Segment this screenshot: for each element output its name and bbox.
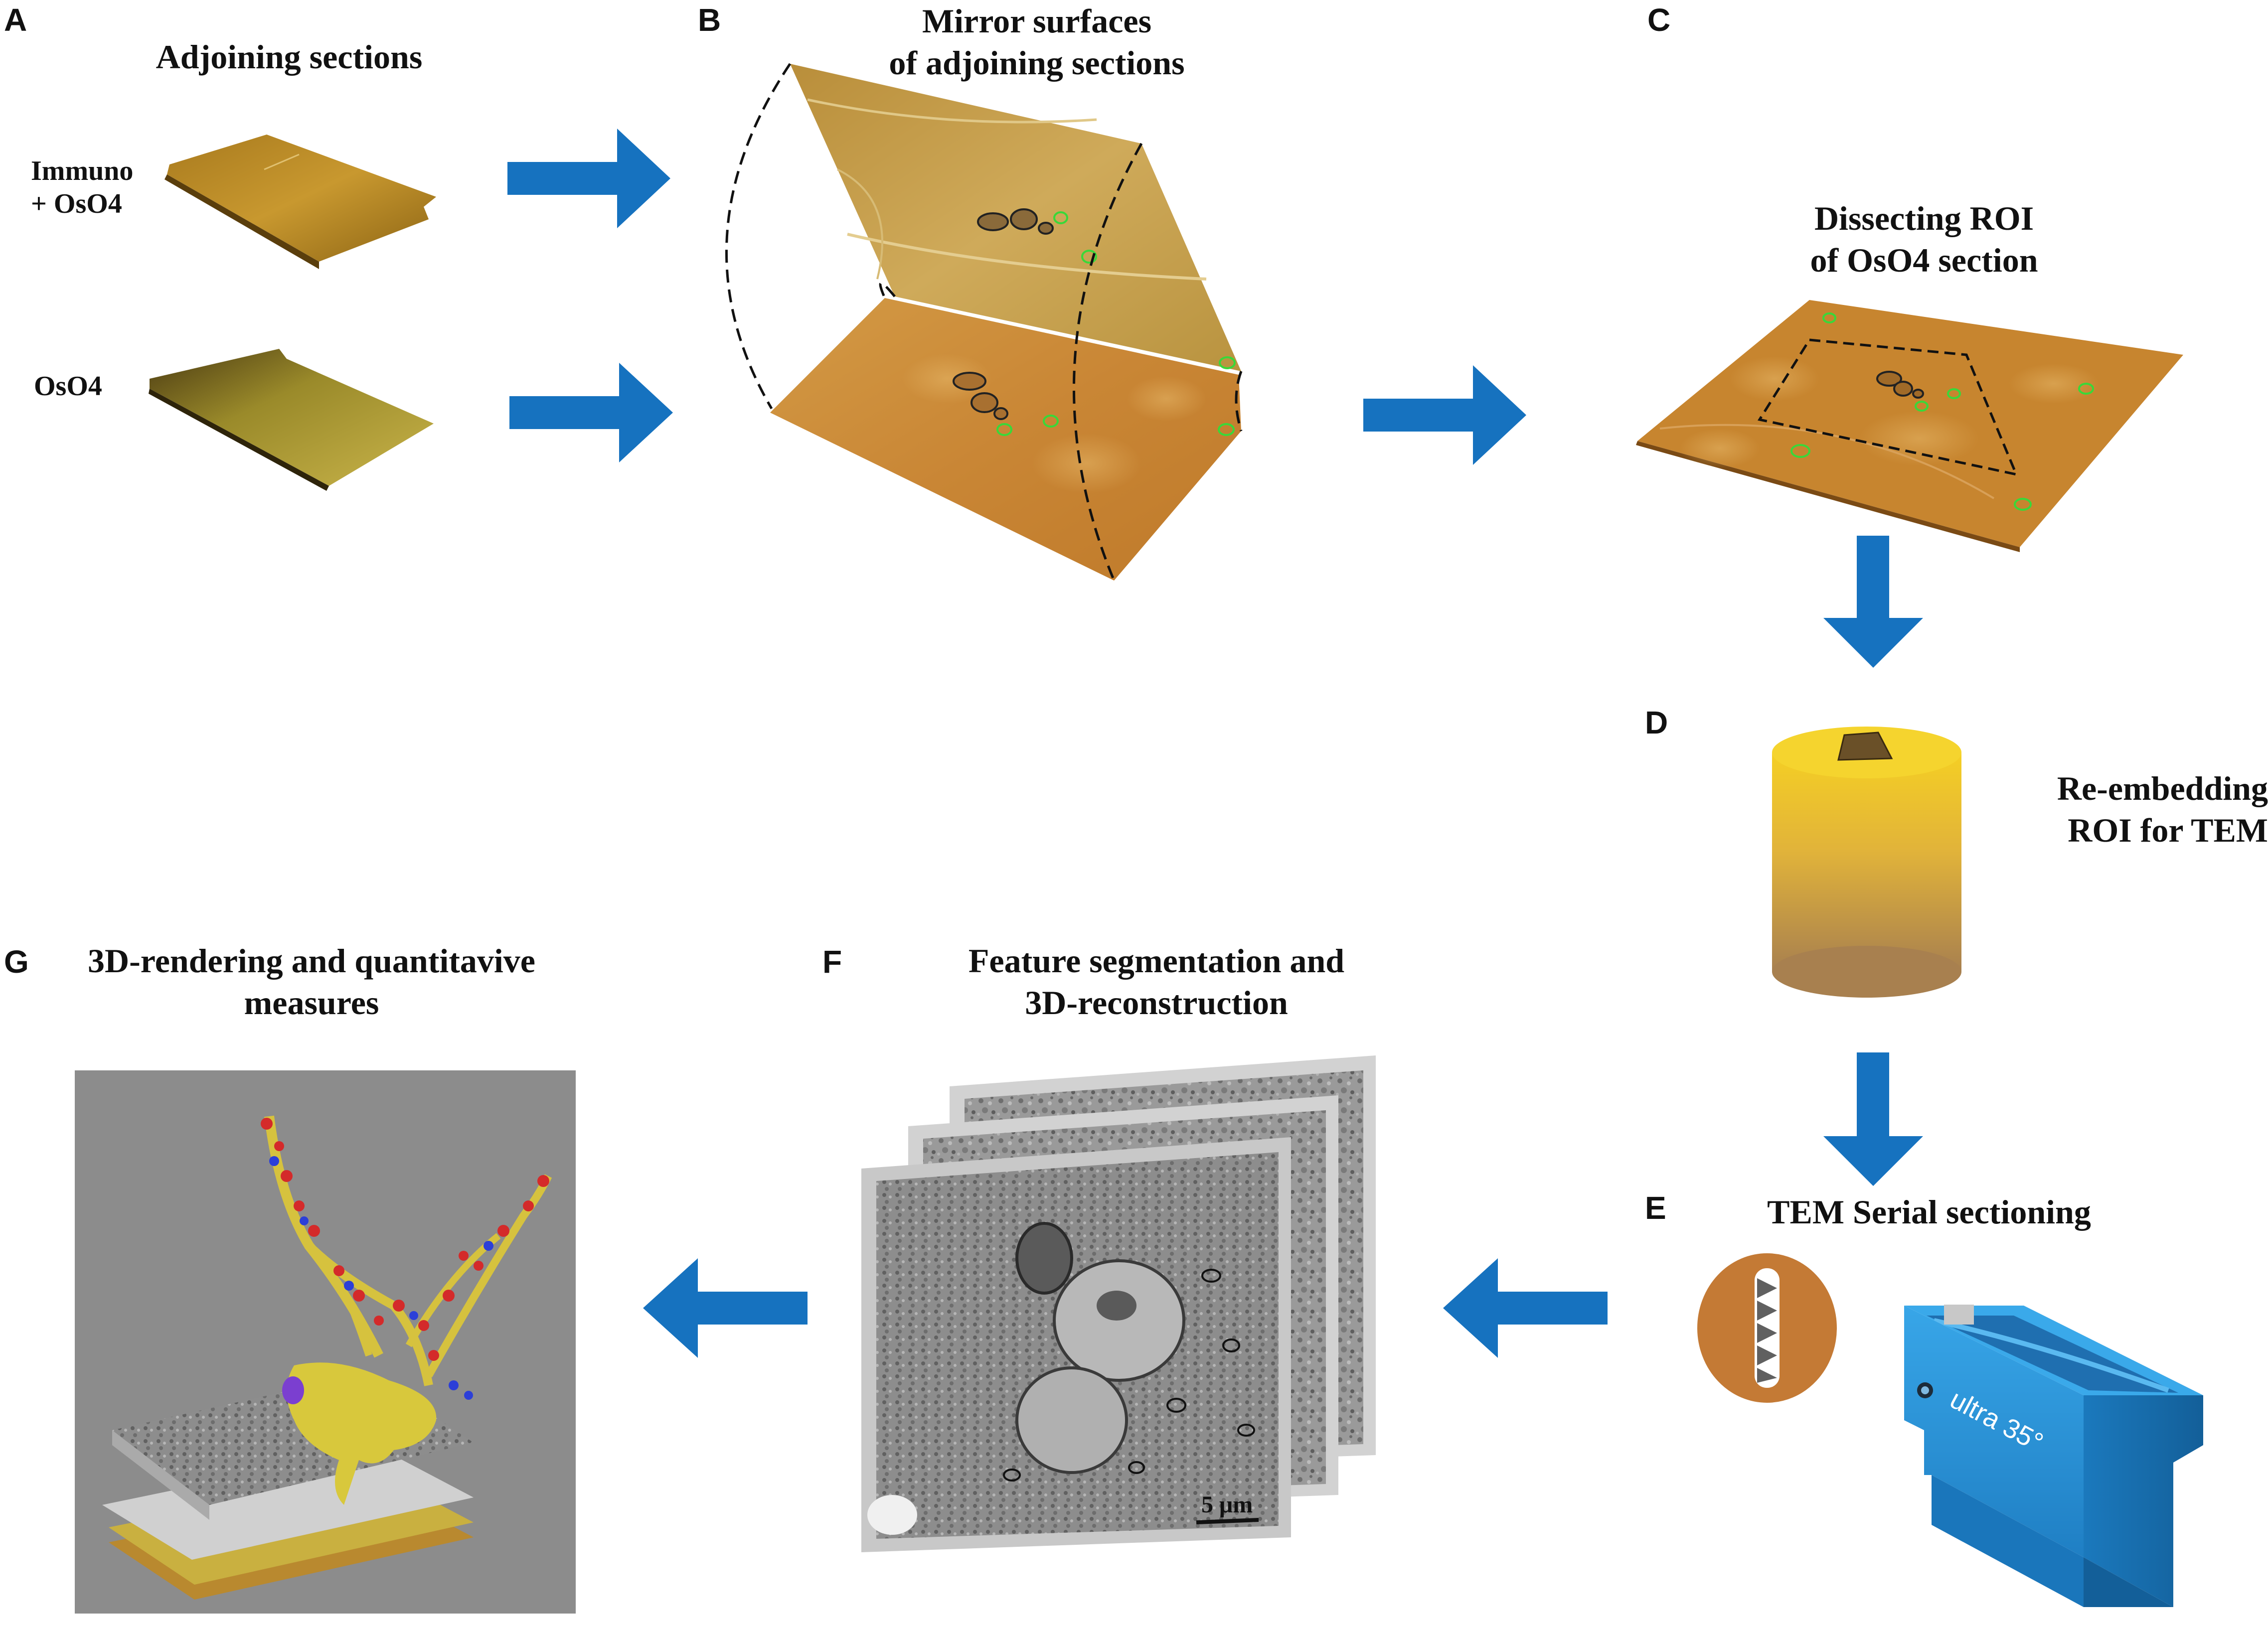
arrow-c-to-d bbox=[1823, 536, 1923, 668]
panel-d-resin-block bbox=[1772, 727, 1961, 998]
panel-a-section-immuno bbox=[164, 135, 436, 269]
panel-b-mirror-guides bbox=[725, 63, 1243, 581]
panel-c-section bbox=[1636, 300, 2183, 552]
panel-b-mirror-bottom bbox=[770, 298, 1241, 581]
panel-g-title: 3D-rendering and quantitavive measures bbox=[88, 942, 535, 1022]
panel-b-mirror-top bbox=[790, 64, 1241, 371]
panel-d-title: Re-embedding ROI for TEM bbox=[2057, 769, 2268, 849]
panel-letter-g: G bbox=[4, 944, 29, 980]
arrow-a-to-b-top bbox=[507, 129, 670, 228]
panel-a-title: Adjoining sections bbox=[156, 38, 423, 76]
scale-bar-label: 5 μm bbox=[1201, 1491, 1253, 1518]
panel-letter-e: E bbox=[1645, 1190, 1666, 1226]
arrow-f-to-g bbox=[643, 1258, 808, 1358]
panel-g-render bbox=[75, 1070, 576, 1614]
panel-e-diamond-knife: ultra 35° bbox=[1904, 1305, 2203, 1607]
panel-letter-a: A bbox=[4, 2, 27, 38]
arrow-b-to-c bbox=[1363, 365, 1526, 465]
panel-f-title: Feature segmentation and 3D-reconstructi… bbox=[968, 942, 1345, 1022]
panel-f-em-stack: 5 μm bbox=[861, 1055, 1376, 1552]
panel-a-row2-label: OsO4 bbox=[34, 371, 102, 402]
arrow-e-to-f bbox=[1443, 1258, 1608, 1358]
panel-a-row1-label: Immuno + OsO4 bbox=[31, 155, 134, 219]
arrow-d-to-e bbox=[1823, 1052, 1923, 1186]
panel-letter-d: D bbox=[1645, 705, 1668, 740]
panel-b-title: Mirror surfaces of adjoining sections bbox=[889, 2, 1185, 82]
panel-letter-b: B bbox=[698, 2, 721, 38]
panel-e-grid bbox=[1689, 1245, 1845, 1411]
workflow-arrows bbox=[507, 129, 1923, 1358]
panel-e-title: TEM Serial sectioning bbox=[1767, 1193, 2091, 1231]
panel-letter-c: C bbox=[1647, 2, 1671, 38]
panel-letter-f: F bbox=[822, 944, 842, 980]
arrow-a-to-b-bottom bbox=[509, 363, 673, 462]
panel-a-section-oso4 bbox=[149, 349, 434, 491]
panel-c-title: Dissecting ROI of OsO4 section bbox=[1810, 199, 2038, 279]
